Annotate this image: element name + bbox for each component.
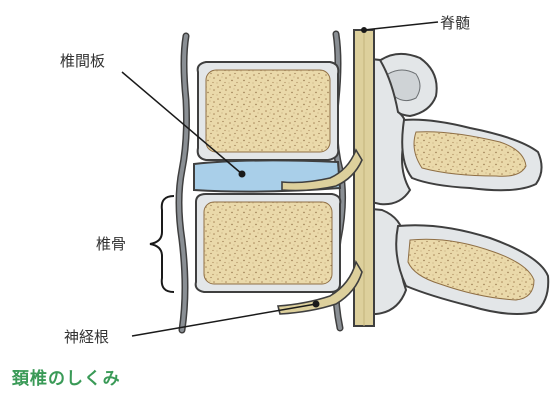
disc-label: 椎間板: [60, 52, 105, 70]
nerve-root-label: 神経根: [64, 328, 109, 346]
vertebra-brace: [150, 196, 174, 292]
vertebral-body-upper: [198, 62, 339, 160]
nerve-root-leader: [132, 304, 316, 336]
vertebral-body-lower: [196, 194, 341, 292]
spinal-cord-leader: [364, 22, 438, 30]
posterior-elements: [362, 54, 548, 314]
caption: 頚椎のしくみ: [12, 364, 121, 389]
vertebra-label: 椎骨: [96, 235, 126, 253]
spinal-cord-label: 脊髄: [440, 14, 470, 32]
